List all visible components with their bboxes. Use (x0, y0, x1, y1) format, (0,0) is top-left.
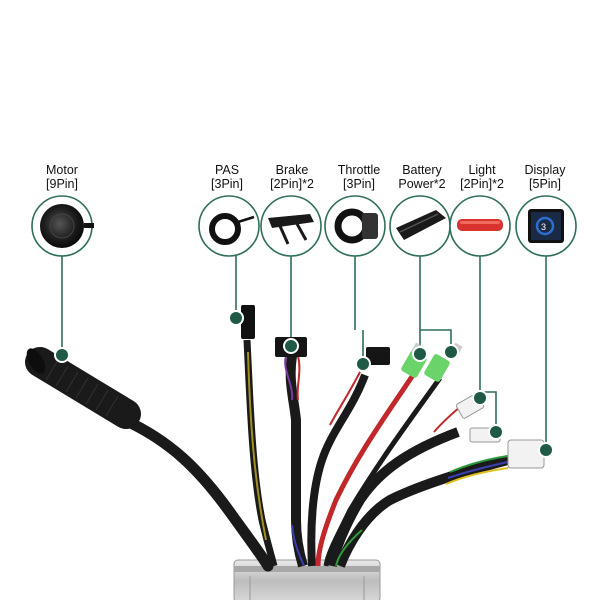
label-motor: Motor [9Pin] (22, 163, 102, 191)
controller-box (233, 559, 381, 600)
label-pas: PAS [3Pin] (194, 163, 260, 191)
display-cable (335, 439, 545, 568)
label-pas-spec: [3Pin] (211, 177, 243, 191)
label-light: Light [2Pin]*2 (449, 163, 515, 191)
brake-thumbnail (260, 195, 322, 257)
motor-cable (25, 347, 274, 572)
leader-battery (419, 256, 452, 352)
label-battery: Battery Power*2 (386, 163, 458, 191)
brake-cable (275, 337, 308, 568)
battery-thumbnail (389, 195, 451, 257)
marker-pas (228, 310, 244, 326)
label-pas-name: PAS (214, 163, 240, 177)
throttle-cable (307, 347, 390, 567)
marker-light-b (488, 424, 504, 440)
marker-battery-a (412, 346, 428, 362)
leader-light (479, 256, 497, 432)
label-motor-name: Motor (46, 163, 78, 177)
marker-display (538, 442, 554, 458)
light-thumbnail (449, 195, 511, 257)
marker-throttle (355, 356, 371, 372)
marker-light-a (472, 390, 488, 406)
label-display: Display [5Pin] (510, 163, 580, 191)
label-motor-spec: [9Pin] (46, 177, 78, 191)
label-throttle: Throttle [3Pin] (324, 163, 394, 191)
pin-markers (54, 310, 554, 458)
marker-battery-b (443, 344, 459, 360)
motor-thumbnail (31, 195, 94, 257)
label-display-spec: [5Pin] (529, 177, 561, 191)
pas-cable (241, 305, 278, 567)
pas-thumbnail (198, 195, 260, 257)
label-brake: Brake [2Pin]*2 (257, 163, 327, 191)
label-light-spec: [2Pin]*2 (460, 177, 504, 191)
label-throttle-spec: [3Pin] (343, 177, 375, 191)
throttle-thumbnail (324, 195, 386, 257)
label-battery-name: Battery (402, 163, 442, 177)
marker-brake (283, 338, 299, 354)
display-thumbnail: 3 (515, 195, 577, 257)
label-brake-name: Brake (275, 163, 309, 177)
marker-motor (54, 347, 70, 363)
label-brake-spec: [2Pin]*2 (270, 177, 314, 191)
label-throttle-name: Throttle (337, 163, 381, 177)
label-display-name: Display (524, 163, 566, 177)
svg-text:3: 3 (541, 222, 546, 232)
leader-lines (61, 256, 547, 450)
label-light-name: Light (468, 163, 496, 177)
label-battery-spec: Power*2 (398, 177, 446, 191)
